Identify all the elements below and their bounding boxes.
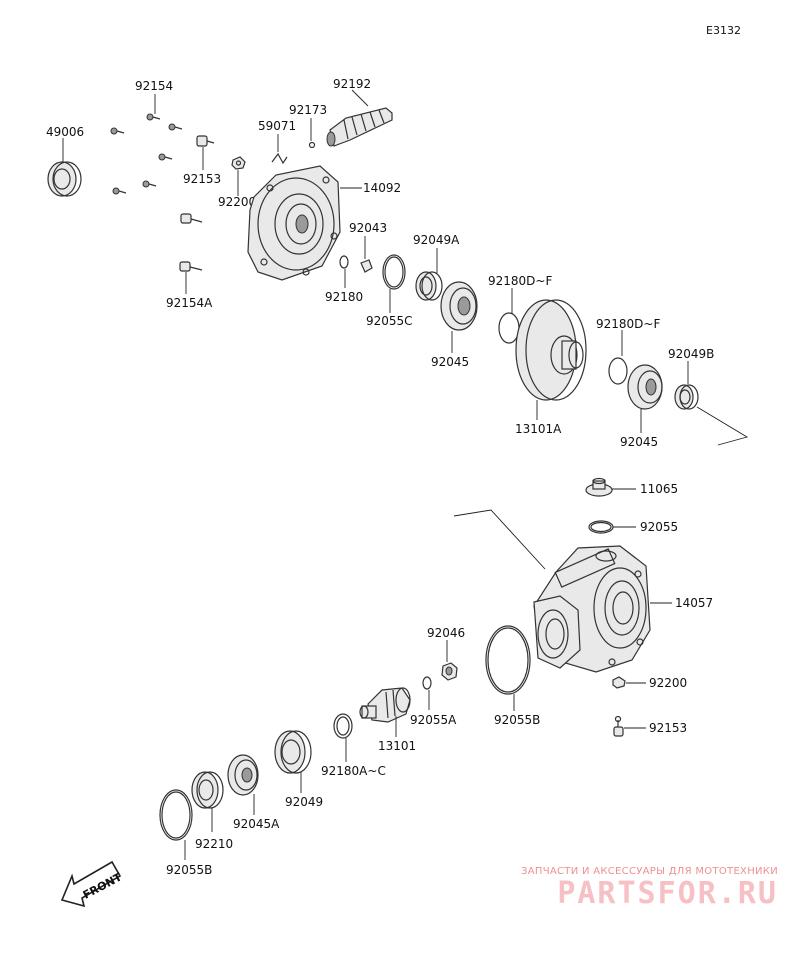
leader-92192 bbox=[351, 89, 369, 107]
part-92154a-bolts bbox=[179, 213, 203, 272]
part-92055b-o-ring-low bbox=[159, 789, 193, 841]
part-92153-bolt-bottom bbox=[613, 715, 624, 737]
part-92200-nut-bottom bbox=[612, 676, 626, 689]
label-92046: 92046 bbox=[427, 626, 465, 640]
label-92180: 92180 bbox=[325, 290, 363, 304]
label-92180df-b: 92180D~F bbox=[596, 317, 660, 331]
part-59071-clip bbox=[271, 152, 288, 165]
part-14092-case-cover bbox=[247, 165, 341, 281]
label-92154a: 92154A bbox=[166, 296, 213, 310]
label-92154: 92154 bbox=[135, 79, 173, 93]
label-92180ac: 92180A~C bbox=[321, 764, 386, 778]
label-92055b-mid: 92055B bbox=[494, 713, 540, 727]
label-13101: 13101 bbox=[378, 739, 416, 753]
label-92153: 92153 bbox=[183, 172, 221, 186]
label-92153-bottom: 92153 bbox=[649, 721, 687, 735]
part-92049a-oil-seal bbox=[415, 271, 443, 301]
part-92055a-o-ring bbox=[422, 676, 432, 690]
part-92180ac-shim bbox=[333, 713, 353, 739]
assembly-arrow-right bbox=[696, 406, 749, 446]
part-92045a-bearing bbox=[227, 754, 259, 796]
front-arrow-icon bbox=[60, 860, 122, 908]
label-92043: 92043 bbox=[349, 221, 387, 235]
label-92045a: 92045A bbox=[233, 817, 280, 831]
label-92045-b: 92045 bbox=[620, 435, 658, 449]
part-49006-oil-seal bbox=[47, 161, 82, 197]
part-13101a-ring-gear bbox=[515, 299, 587, 401]
label-92049a: 92049A bbox=[413, 233, 460, 247]
small-bolt-set bbox=[110, 113, 183, 195]
part-13101-pinion-gear bbox=[359, 687, 411, 723]
part-92046-nut bbox=[441, 662, 458, 681]
label-92200-bottom: 92200 bbox=[649, 676, 687, 690]
label-92200-top: 92200 bbox=[218, 195, 256, 209]
part-92049-oil-seal bbox=[274, 730, 312, 774]
part-92173-clamp bbox=[308, 141, 316, 149]
label-14057: 14057 bbox=[675, 596, 713, 610]
label-92055a: 92055A bbox=[410, 713, 457, 727]
label-92049b: 92049B bbox=[668, 347, 714, 361]
part-92043-pin bbox=[360, 259, 373, 273]
part-92055c-o-ring bbox=[382, 254, 406, 290]
label-92045-a: 92045 bbox=[431, 355, 469, 369]
label-92055: 92055 bbox=[640, 520, 678, 534]
diagram-code: E3132 bbox=[706, 24, 741, 37]
watermark-caption: ЗАПЧАСТИ И АКСЕССУАРЫ ДЛЯ МОТОТЕХНИКИ bbox=[521, 866, 778, 877]
watermark-brand-logo: PARTSFOR.RU bbox=[557, 876, 778, 911]
part-92180-shim bbox=[339, 255, 349, 269]
label-92055c: 92055C bbox=[366, 314, 413, 328]
part-92045-bearing-upper-a bbox=[440, 281, 478, 331]
label-92192: 92192 bbox=[333, 77, 371, 91]
label-14092: 14092 bbox=[363, 181, 401, 195]
part-14057-gear-case bbox=[533, 545, 651, 673]
label-92210: 92210 bbox=[195, 837, 233, 851]
part-11065-cap bbox=[585, 477, 613, 497]
label-92055b-low: 92055B bbox=[166, 863, 212, 877]
assembly-arrow-left bbox=[453, 509, 546, 570]
part-92200-nut-top bbox=[231, 156, 246, 170]
label-92049: 92049 bbox=[285, 795, 323, 809]
label-92173: 92173 bbox=[289, 103, 327, 117]
part-92055b-o-ring-mid bbox=[485, 625, 531, 695]
part-92055-o-ring bbox=[588, 520, 614, 534]
part-92049b-oil-seal bbox=[674, 384, 699, 410]
part-92192-boot bbox=[326, 107, 393, 147]
part-92180df-shim-b bbox=[608, 357, 628, 385]
part-92045-bearing-upper-b bbox=[627, 364, 663, 410]
label-13101a: 13101A bbox=[515, 422, 562, 436]
part-92153-bolt bbox=[196, 135, 215, 147]
watermark: ЗАПЧАСТИ И АКСЕССУАРЫ ДЛЯ МОТОТЕХНИКИ PA… bbox=[478, 866, 778, 911]
label-49006: 49006 bbox=[46, 125, 84, 139]
label-92180df-a: 92180D~F bbox=[488, 274, 552, 288]
label-11065: 11065 bbox=[640, 482, 678, 496]
label-59071: 59071 bbox=[258, 119, 296, 133]
part-92180df-shim-a bbox=[498, 312, 520, 344]
part-92210-nut bbox=[191, 771, 224, 809]
front-direction-arrow: FRONT bbox=[60, 860, 124, 908]
